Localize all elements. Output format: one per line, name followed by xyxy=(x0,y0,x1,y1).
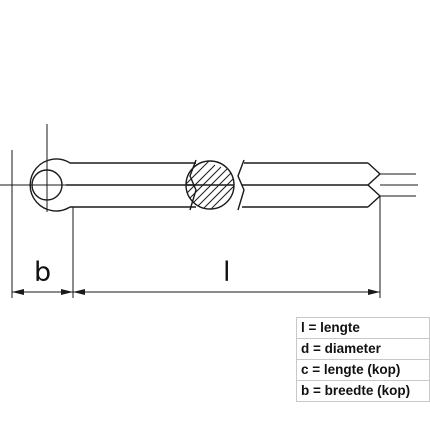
arrow-b-right xyxy=(61,289,73,295)
cross-section-hatching xyxy=(186,161,234,209)
dimension-label-l: l xyxy=(223,257,231,288)
pin-tip-outline xyxy=(366,162,382,208)
pin-eye-outline xyxy=(29,158,71,212)
arrow-b-left xyxy=(12,289,24,295)
arrow-l-right xyxy=(368,289,380,295)
break-line-right xyxy=(237,159,245,211)
legend-item-length: l = lengte xyxy=(301,320,360,335)
legend-item-diameter: d = diameter xyxy=(297,338,429,359)
legend-item-head-length: c = lengte (kop) xyxy=(297,359,429,380)
arrow-l-left xyxy=(73,289,85,295)
legend-item-head-width: b = breedte (kop) xyxy=(297,380,429,401)
dimension-label-b: b xyxy=(34,257,51,288)
legend-box: l = lengte d = diameter c = lengte (kop)… xyxy=(296,317,430,402)
